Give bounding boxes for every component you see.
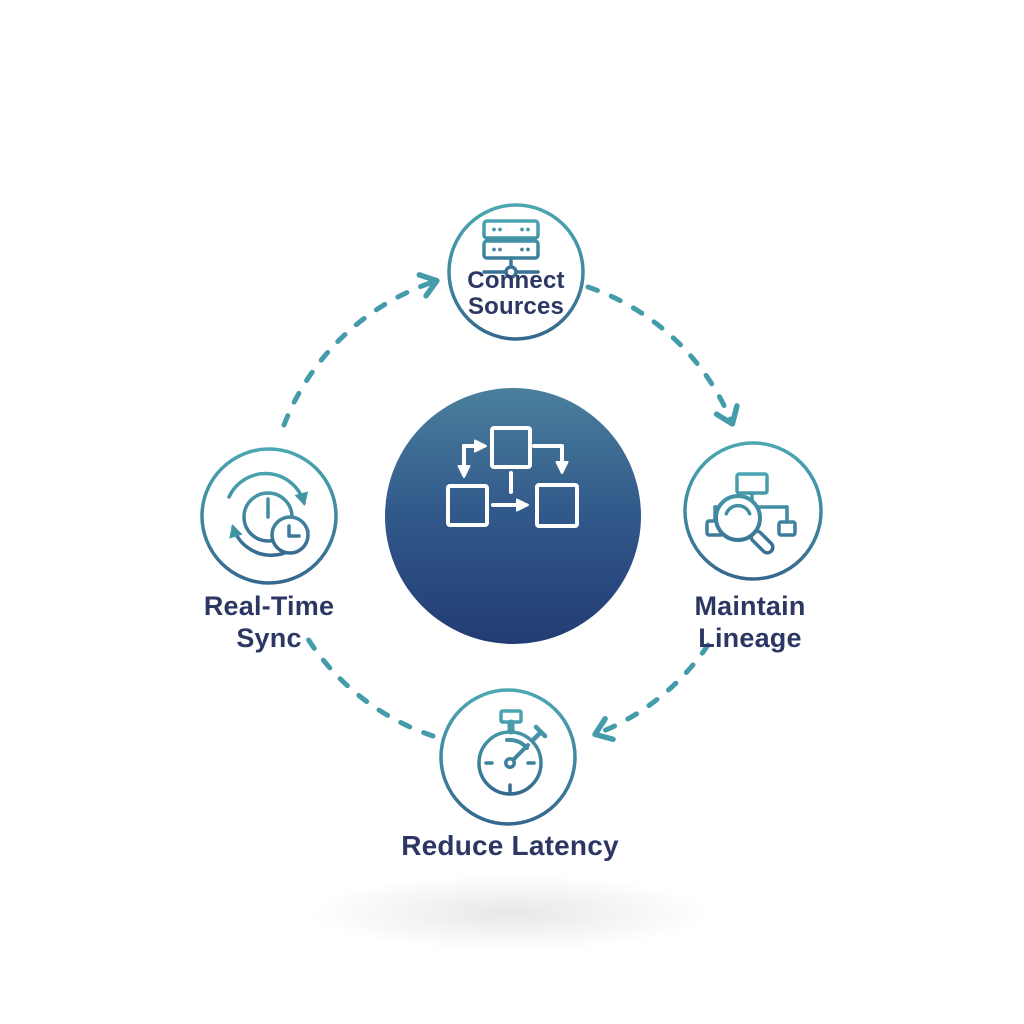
sync-clock-icon	[227, 471, 310, 557]
server-icon	[482, 219, 540, 279]
flowchart-icon	[446, 426, 579, 528]
label-line: Sources	[467, 293, 565, 320]
node-circle-reduce-latency	[439, 688, 577, 826]
label-line: Real-Time	[203, 591, 335, 621]
lineage-magnifier-icon	[705, 472, 797, 555]
center-node	[385, 388, 641, 644]
label-real-time-sync: Real-Time Sync	[159, 590, 379, 654]
flow-arrow-left-to-top	[281, 272, 440, 428]
flow-arrow-top-to-right	[585, 284, 740, 427]
flow-arrow-bottom-to-left	[300, 628, 436, 739]
label-reduce-latency: Reduce Latency	[380, 830, 640, 862]
label-maintain-lineage: Maintain Lineage	[640, 590, 860, 654]
stopwatch-icon	[477, 709, 548, 796]
flow-arrows	[281, 272, 740, 743]
label-line: Lineage	[698, 623, 802, 653]
label-line: Maintain	[694, 591, 806, 621]
label-connect-sources: Connect Sources	[436, 268, 596, 320]
label-line: Reduce Latency	[401, 830, 619, 861]
flow-arrow-right-to-bottom	[592, 642, 711, 743]
label-line: Connect	[467, 267, 565, 294]
center-circle	[385, 388, 641, 644]
label-line: Sync	[236, 623, 302, 653]
